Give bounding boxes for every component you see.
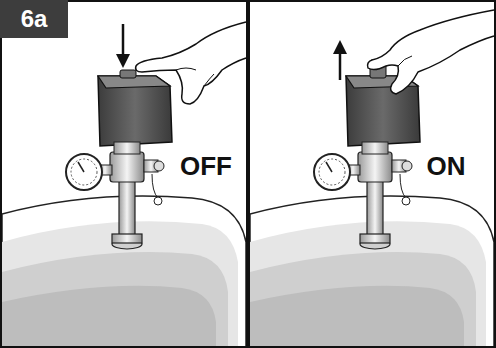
arrow [116, 54, 130, 68]
hand [398, 56, 412, 66]
hand [204, 74, 214, 86]
hand [368, 10, 495, 94]
hand [136, 22, 246, 104]
state-label: ON [427, 153, 466, 179]
arrow [339, 50, 342, 80]
button [120, 70, 136, 78]
panel-clip [2, 76, 246, 348]
arrow [333, 40, 347, 54]
panel-frame [249, 1, 495, 347]
panel-clip [250, 76, 494, 348]
panel-frame [1, 1, 247, 347]
arrow [122, 24, 125, 56]
pressure-switch [2, 76, 246, 348]
figure-tag [0, 0, 68, 38]
right-panel [250, 10, 494, 348]
figure-number: 6a [21, 7, 48, 31]
state-label: OFF [180, 153, 232, 179]
hand [176, 68, 196, 70]
left-panel [2, 22, 246, 348]
pressure-switch [250, 76, 494, 348]
